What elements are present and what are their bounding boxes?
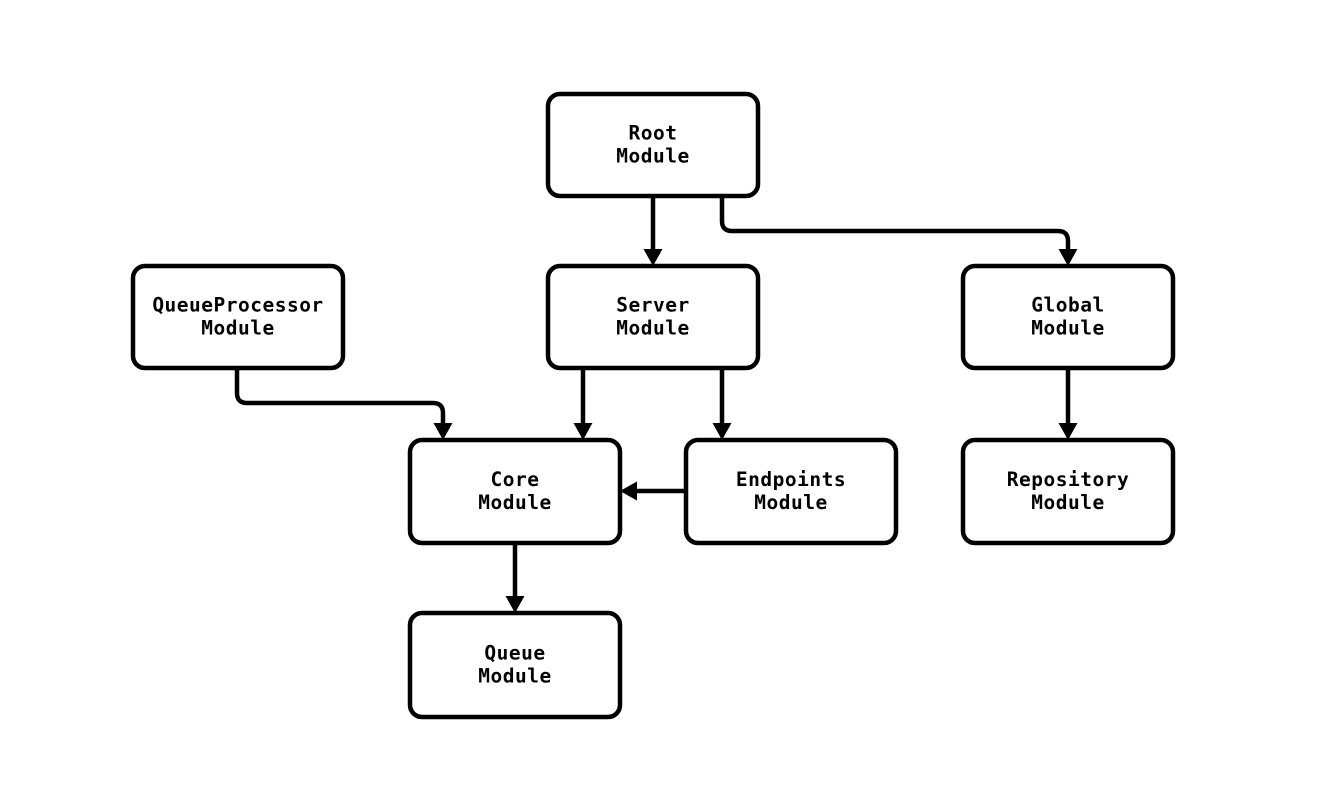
edge-server-to-core [573,368,593,440]
queueprocessor-module-node-box[interactable] [130,263,346,371]
edge-core-to-queue-arrowhead [505,596,525,613]
edge-root-to-global [719,196,1078,266]
root-module-node-label-line2: Module [616,145,689,168]
repository-module-node-label-line1: Repository [1007,468,1129,491]
core-module-node-label-line1: Core [491,468,540,491]
edges-layer [234,196,1078,613]
queueprocessor-module-node-label-line1: QueueProcessor [152,294,323,317]
edge-endpoints-to-core [620,481,686,501]
root-module-node-label-line1: Root [629,122,678,145]
queue-module-node-label-line1: Queue [484,642,545,665]
repository-module-node-box[interactable] [960,437,1176,546]
global-module-node-box[interactable] [960,263,1176,371]
core-module-node-label-line2: Module [478,491,551,514]
server-module-node-box[interactable] [545,263,761,371]
global-module-node-label-line2: Module [1031,317,1104,340]
edge-global-to-repository [1058,368,1078,440]
edge-root-to-server-arrowhead [643,249,663,266]
endpoints-module-node-box[interactable] [683,437,899,546]
server-module-node-label-line2: Module [616,317,689,340]
edge-endpoints-to-core-arrowhead [620,481,637,501]
root-module-node-box[interactable] [545,91,761,199]
repository-module-node-label-line2: Module [1031,491,1104,514]
queue-module-node-box[interactable] [407,610,623,720]
edge-root-to-global-arrowhead [1058,249,1078,266]
server-module-node-label-line1: Server [616,294,689,317]
edge-root-to-global-line [719,196,1071,250]
edge-server-to-core-arrowhead [573,423,593,440]
edge-root-to-server [643,196,663,266]
edge-server-to-endpoints [712,368,732,440]
edge-core-to-queue [505,543,525,613]
edge-server-to-endpoints-arrowhead [712,423,732,440]
global-module-node-label-line1: Global [1031,294,1104,317]
endpoints-module-node-label-line2: Module [754,491,827,514]
edge-queueprocessor-to-core-arrowhead [433,423,453,440]
queueprocessor-module-node-label-line2: Module [201,317,274,340]
endpoints-module-node-label-line1: Endpoints [736,468,846,491]
edge-queueprocessor-to-core [234,368,453,440]
edge-global-to-repository-arrowhead [1058,423,1078,440]
nodes-layer: RootModuleQueueProcessorModuleServerModu… [130,91,1176,720]
core-module-node-box[interactable] [407,437,623,546]
edge-queueprocessor-to-core-line [234,368,446,424]
queue-module-node-label-line2: Module [478,665,551,688]
